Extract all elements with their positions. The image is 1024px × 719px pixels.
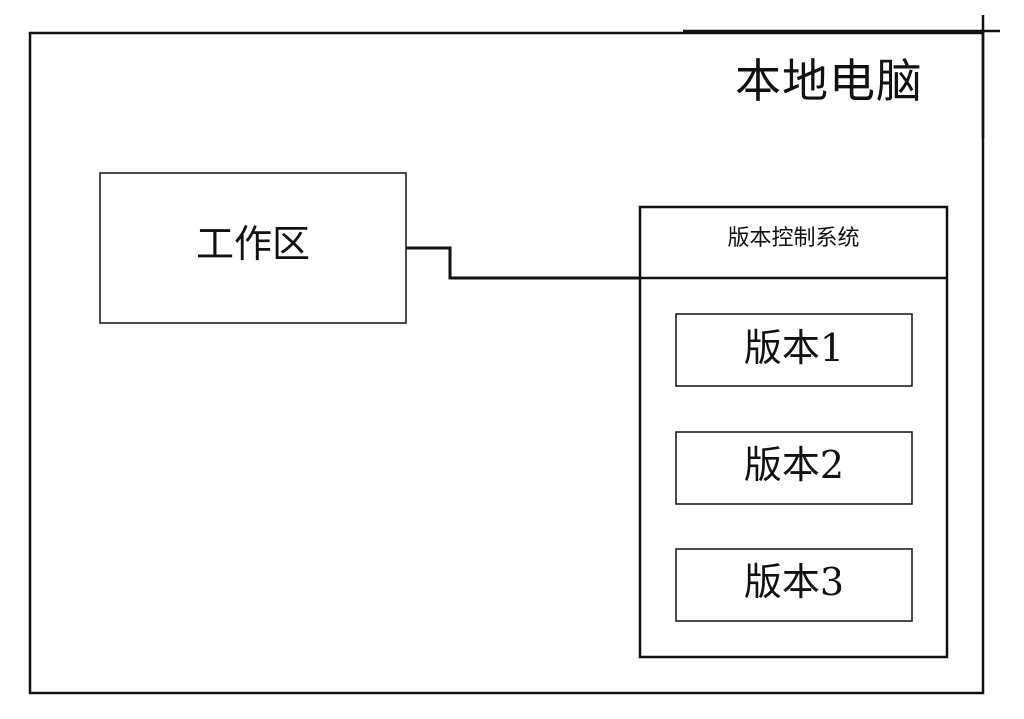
version-control-system-label: 版本控制系统: [727, 226, 860, 251]
version-1-label: 版本1: [743, 326, 845, 370]
local-computer-label: 本地电脑: [735, 54, 923, 108]
version-3-box: [675, 548, 913, 622]
version-2-label: 版本2: [743, 443, 845, 487]
workspace-label: 工作区: [195, 222, 310, 266]
version-1-box: [675, 313, 913, 387]
version-3-label: 版本3: [743, 560, 845, 604]
version-2-box: [675, 431, 913, 505]
version-control-system-box: [638, 205, 949, 659]
local-computer-box: [28, 31, 985, 695]
workspace-to-version-control-connector: [406, 246, 640, 280]
